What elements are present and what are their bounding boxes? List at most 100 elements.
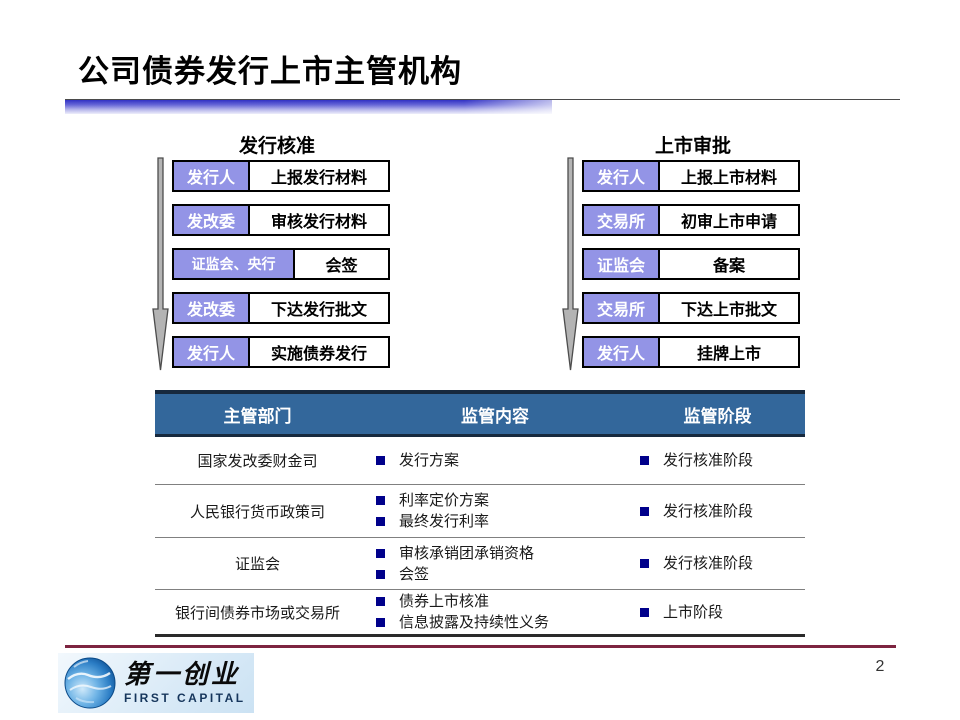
- flow-step: 发行人 上报上市材料: [582, 160, 800, 192]
- flow-step-actor: 发行人: [582, 160, 660, 192]
- company-logo: 第一创业 FIRST CAPITAL: [58, 653, 254, 713]
- content-bullet-item: 最终发行利率: [376, 511, 630, 532]
- bullet-square-icon: [376, 496, 385, 505]
- flow-title-listing: 上市审批: [654, 136, 731, 157]
- flow-step-action: 上报上市材料: [660, 160, 800, 192]
- content-text: 债券上市核准: [399, 593, 490, 610]
- flow-step-action: 初审上市申请: [660, 204, 800, 236]
- bullet-square-icon: [640, 559, 649, 568]
- table-row: 银行间债券市场或交易所 债券上市核准 信息披露及持续性义务 上市阶段: [155, 590, 805, 637]
- logo-text: 第一创业 FIRST CAPITAL: [124, 659, 246, 705]
- stage-cell: 发行核准阶段: [630, 450, 805, 471]
- flow-step: 发行人 上报发行材料: [172, 160, 390, 192]
- title-thin-line: [65, 99, 900, 100]
- content-bullet-item: 会签: [376, 564, 630, 585]
- content-cell: 债券上市核准 信息披露及持续性义务: [360, 591, 630, 633]
- flow-step: 发改委 下达发行批文: [172, 292, 390, 324]
- flow-step: 证监会、央行 会签: [172, 248, 390, 280]
- logo-chinese-name: 第一创业: [124, 659, 241, 689]
- flow-step-actor: 发改委: [172, 204, 250, 236]
- content-text: 利率定价方案: [399, 492, 490, 509]
- flow-step: 交易所 下达上市批文: [582, 292, 800, 324]
- table-header-row: 主管部门 监管内容 监管阶段: [155, 390, 805, 437]
- flow-step-action: 下达上市批文: [660, 292, 800, 324]
- stage-text: 发行核准阶段: [663, 555, 754, 572]
- flow-step-action: 备案: [660, 248, 800, 280]
- stage-bullet-item: 发行核准阶段: [640, 501, 805, 522]
- flow-step-action: 挂牌上市: [660, 336, 800, 368]
- content-cell: 发行方案: [360, 450, 630, 471]
- stage-cell: 上市阶段: [630, 602, 805, 623]
- down-arrow-icon: [562, 157, 579, 371]
- content-bullet-item: 债券上市核准: [376, 591, 630, 612]
- stage-cell: 发行核准阶段: [630, 553, 805, 574]
- flow-step: 交易所 初审上市申请: [582, 204, 800, 236]
- content-bullet-item: 审核承销团承销资格: [376, 543, 630, 564]
- department-cell: 人民银行货币政策司: [189, 503, 325, 521]
- bullet-square-icon: [376, 548, 385, 558]
- flow-step: 发行人 实施债券发行: [172, 336, 390, 368]
- flow-step-actor: 发改委: [172, 292, 250, 324]
- bullet-square-icon: [640, 506, 649, 516]
- stage-text: 上市阶段: [663, 603, 724, 621]
- table-header-department: 主管部门: [223, 406, 292, 426]
- content-text: 审核承销团承销资格: [399, 544, 535, 562]
- bullet-square-icon: [640, 456, 649, 465]
- table-header-content: 监管内容: [461, 406, 529, 426]
- flow-step-actor: 发行人: [172, 336, 250, 368]
- bullet-square-icon: [376, 517, 385, 526]
- content-bullet-item: 发行方案: [376, 450, 630, 471]
- page-number: 2: [875, 658, 885, 675]
- bullet-square-icon: [376, 618, 385, 627]
- page-title: 公司债券发行上市主管机构: [78, 54, 462, 89]
- table-header-stage: 监管阶段: [683, 406, 752, 426]
- bullet-square-icon: [376, 569, 385, 579]
- flow-step-action: 审核发行材料: [250, 204, 390, 236]
- content-text: 信息披露及持续性义务: [399, 614, 550, 631]
- globe-icon: [64, 657, 116, 709]
- flow-step-actor: 发行人: [582, 336, 660, 368]
- content-cell: 审核承销团承销资格 会签: [360, 543, 630, 585]
- content-text: 发行方案: [399, 452, 460, 469]
- flow-step: 发行人 挂牌上市: [582, 336, 800, 368]
- table-row: 人民银行货币政策司 利率定价方案 最终发行利率 发行核准阶段: [155, 485, 805, 538]
- bullet-square-icon: [640, 607, 649, 617]
- stage-bullet-item: 发行核准阶段: [640, 553, 805, 574]
- flow-step: 证监会 备案: [582, 248, 800, 280]
- down-arrow-icon: [152, 157, 169, 371]
- bullet-square-icon: [376, 456, 385, 465]
- content-cell: 利率定价方案 最终发行利率: [360, 490, 630, 532]
- flow-step-actor: 证监会、央行: [172, 248, 295, 280]
- content-text: 会签: [399, 565, 430, 583]
- flow-step-action: 上报发行材料: [250, 160, 390, 192]
- flow-step: 发改委 审核发行材料: [172, 204, 390, 236]
- content-bullet-item: 信息披露及持续性义务: [376, 612, 630, 633]
- flow-step-actor: 交易所: [582, 292, 660, 324]
- department-cell: 国家发改委财金司: [197, 453, 318, 470]
- flow-title-issuance: 发行核准: [238, 136, 315, 157]
- table-row: 证监会 审核承销团承销资格 会签 发行核准阶段: [155, 538, 805, 590]
- flow-step-action: 实施债券发行: [250, 336, 390, 368]
- logo-english-name: FIRST CAPITAL: [124, 690, 246, 705]
- regulators-table: 主管部门 监管内容 监管阶段 国家发改委财金司 发行方案 发行核准阶段 人民银行…: [155, 390, 805, 637]
- bullet-square-icon: [376, 597, 385, 606]
- department-cell: 证监会: [234, 556, 280, 573]
- flow-step-actor: 证监会: [582, 248, 660, 280]
- flow-step-actor: 发行人: [172, 160, 250, 192]
- flow-step-actor: 交易所: [582, 204, 660, 236]
- stage-text: 发行核准阶段: [663, 502, 754, 520]
- department-cell: 银行间债券市场或交易所: [174, 604, 340, 622]
- footer-divider: [65, 645, 896, 648]
- content-bullet-item: 利率定价方案: [376, 490, 630, 511]
- stage-bullet-item: 上市阶段: [640, 602, 805, 623]
- flow-step-action: 下达发行批文: [250, 292, 390, 324]
- flow-step-action: 会签: [295, 248, 390, 280]
- table-row: 国家发改委财金司 发行方案 发行核准阶段: [155, 437, 805, 485]
- stage-bullet-item: 发行核准阶段: [640, 450, 805, 471]
- flow-listing-approval: 发行人 上报上市材料 交易所 初审上市申请 证监会 备案 交易所 下达上市批文 …: [582, 160, 800, 368]
- title-underline-bar: [65, 99, 900, 115]
- title-gradient-bar: [65, 100, 552, 114]
- stage-text: 发行核准阶段: [663, 452, 754, 469]
- stage-cell: 发行核准阶段: [630, 501, 805, 522]
